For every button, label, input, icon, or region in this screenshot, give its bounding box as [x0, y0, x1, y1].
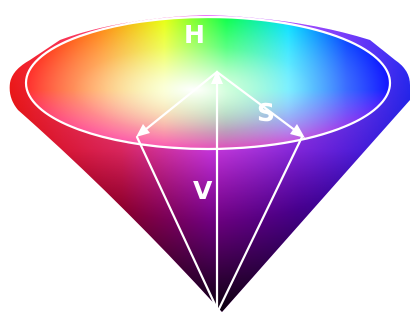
saturation-label: S	[257, 98, 275, 127]
value-label: V	[193, 176, 213, 205]
hue-label: H	[184, 20, 205, 49]
